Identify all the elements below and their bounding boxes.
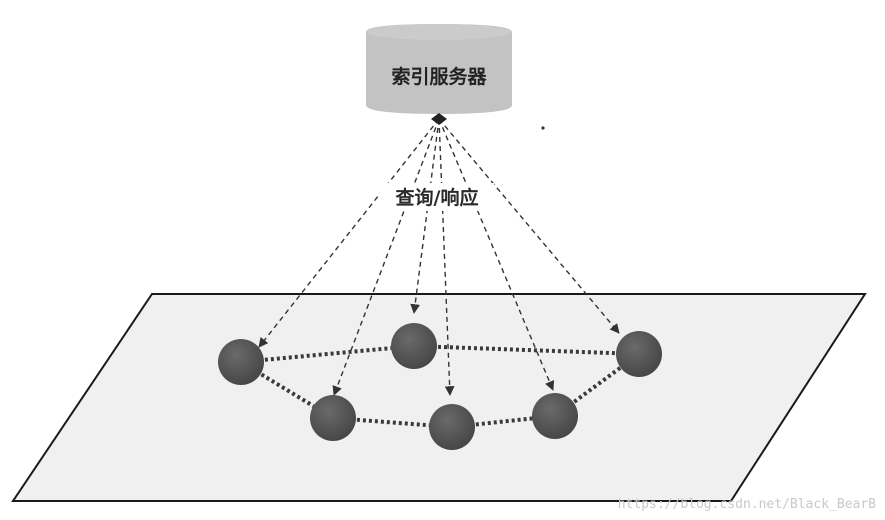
query-arrow (438, 118, 455, 396)
query-arrow (438, 118, 555, 391)
query-arrow (332, 118, 440, 396)
peer-nodes (218, 323, 662, 450)
peer-node (616, 331, 662, 377)
query-arrow (438, 118, 620, 334)
query-arrow (410, 118, 440, 314)
query-arrow (258, 118, 440, 348)
edge-label-bg (380, 183, 494, 211)
peer-node (310, 395, 356, 441)
server-body (366, 24, 512, 114)
edge-label: 查询/响应 (395, 186, 479, 209)
index-server: 索引服务器 (366, 24, 512, 125)
watermark: https://blog.csdn.net/Black_BearB (618, 497, 876, 512)
network-plane (11, 293, 867, 502)
stray-dot (541, 126, 545, 130)
peer-node (391, 323, 437, 369)
query-arrows (258, 118, 620, 396)
server-connector (431, 113, 447, 125)
server-label: 索引服务器 (391, 65, 487, 88)
peer-link (240, 344, 415, 364)
peer-link (413, 344, 640, 356)
peer-node (429, 404, 475, 450)
server-top (366, 24, 512, 40)
peer-node (532, 393, 578, 439)
peer-node (218, 339, 264, 385)
